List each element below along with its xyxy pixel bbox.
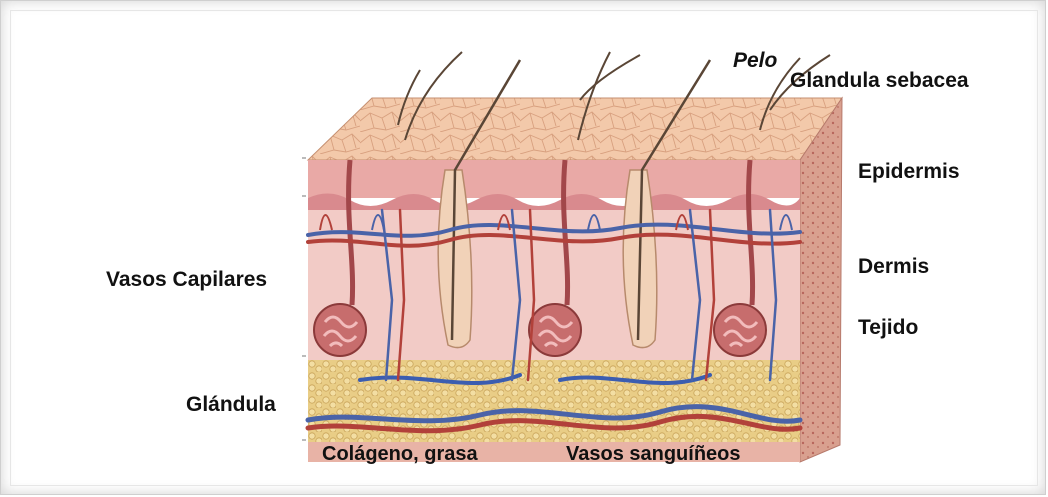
sweat-gland-2 (529, 304, 581, 356)
leader-ticks (302, 158, 306, 440)
label-dermis: Dermis (858, 256, 929, 277)
epidermis-layer (308, 160, 800, 198)
label-glandula-sebacea: Glandula sebacea (790, 70, 969, 91)
label-glandula: Glándula (186, 394, 276, 415)
epidermis-top-surface (308, 98, 842, 160)
label-colageno-grasa: Colágeno, grasa (322, 444, 478, 464)
label-vasos-capilares: Vasos Capilares (106, 269, 267, 290)
label-vasos-sanguineos: Vasos sanguíñeos (566, 444, 741, 464)
right-side-face (800, 98, 842, 462)
label-tejido: Tejido (858, 317, 918, 338)
sweat-gland-1 (314, 304, 366, 356)
label-pelo: Pelo (733, 50, 777, 71)
label-epidermis: Epidermis (858, 161, 960, 182)
sweat-gland-3 (714, 304, 766, 356)
